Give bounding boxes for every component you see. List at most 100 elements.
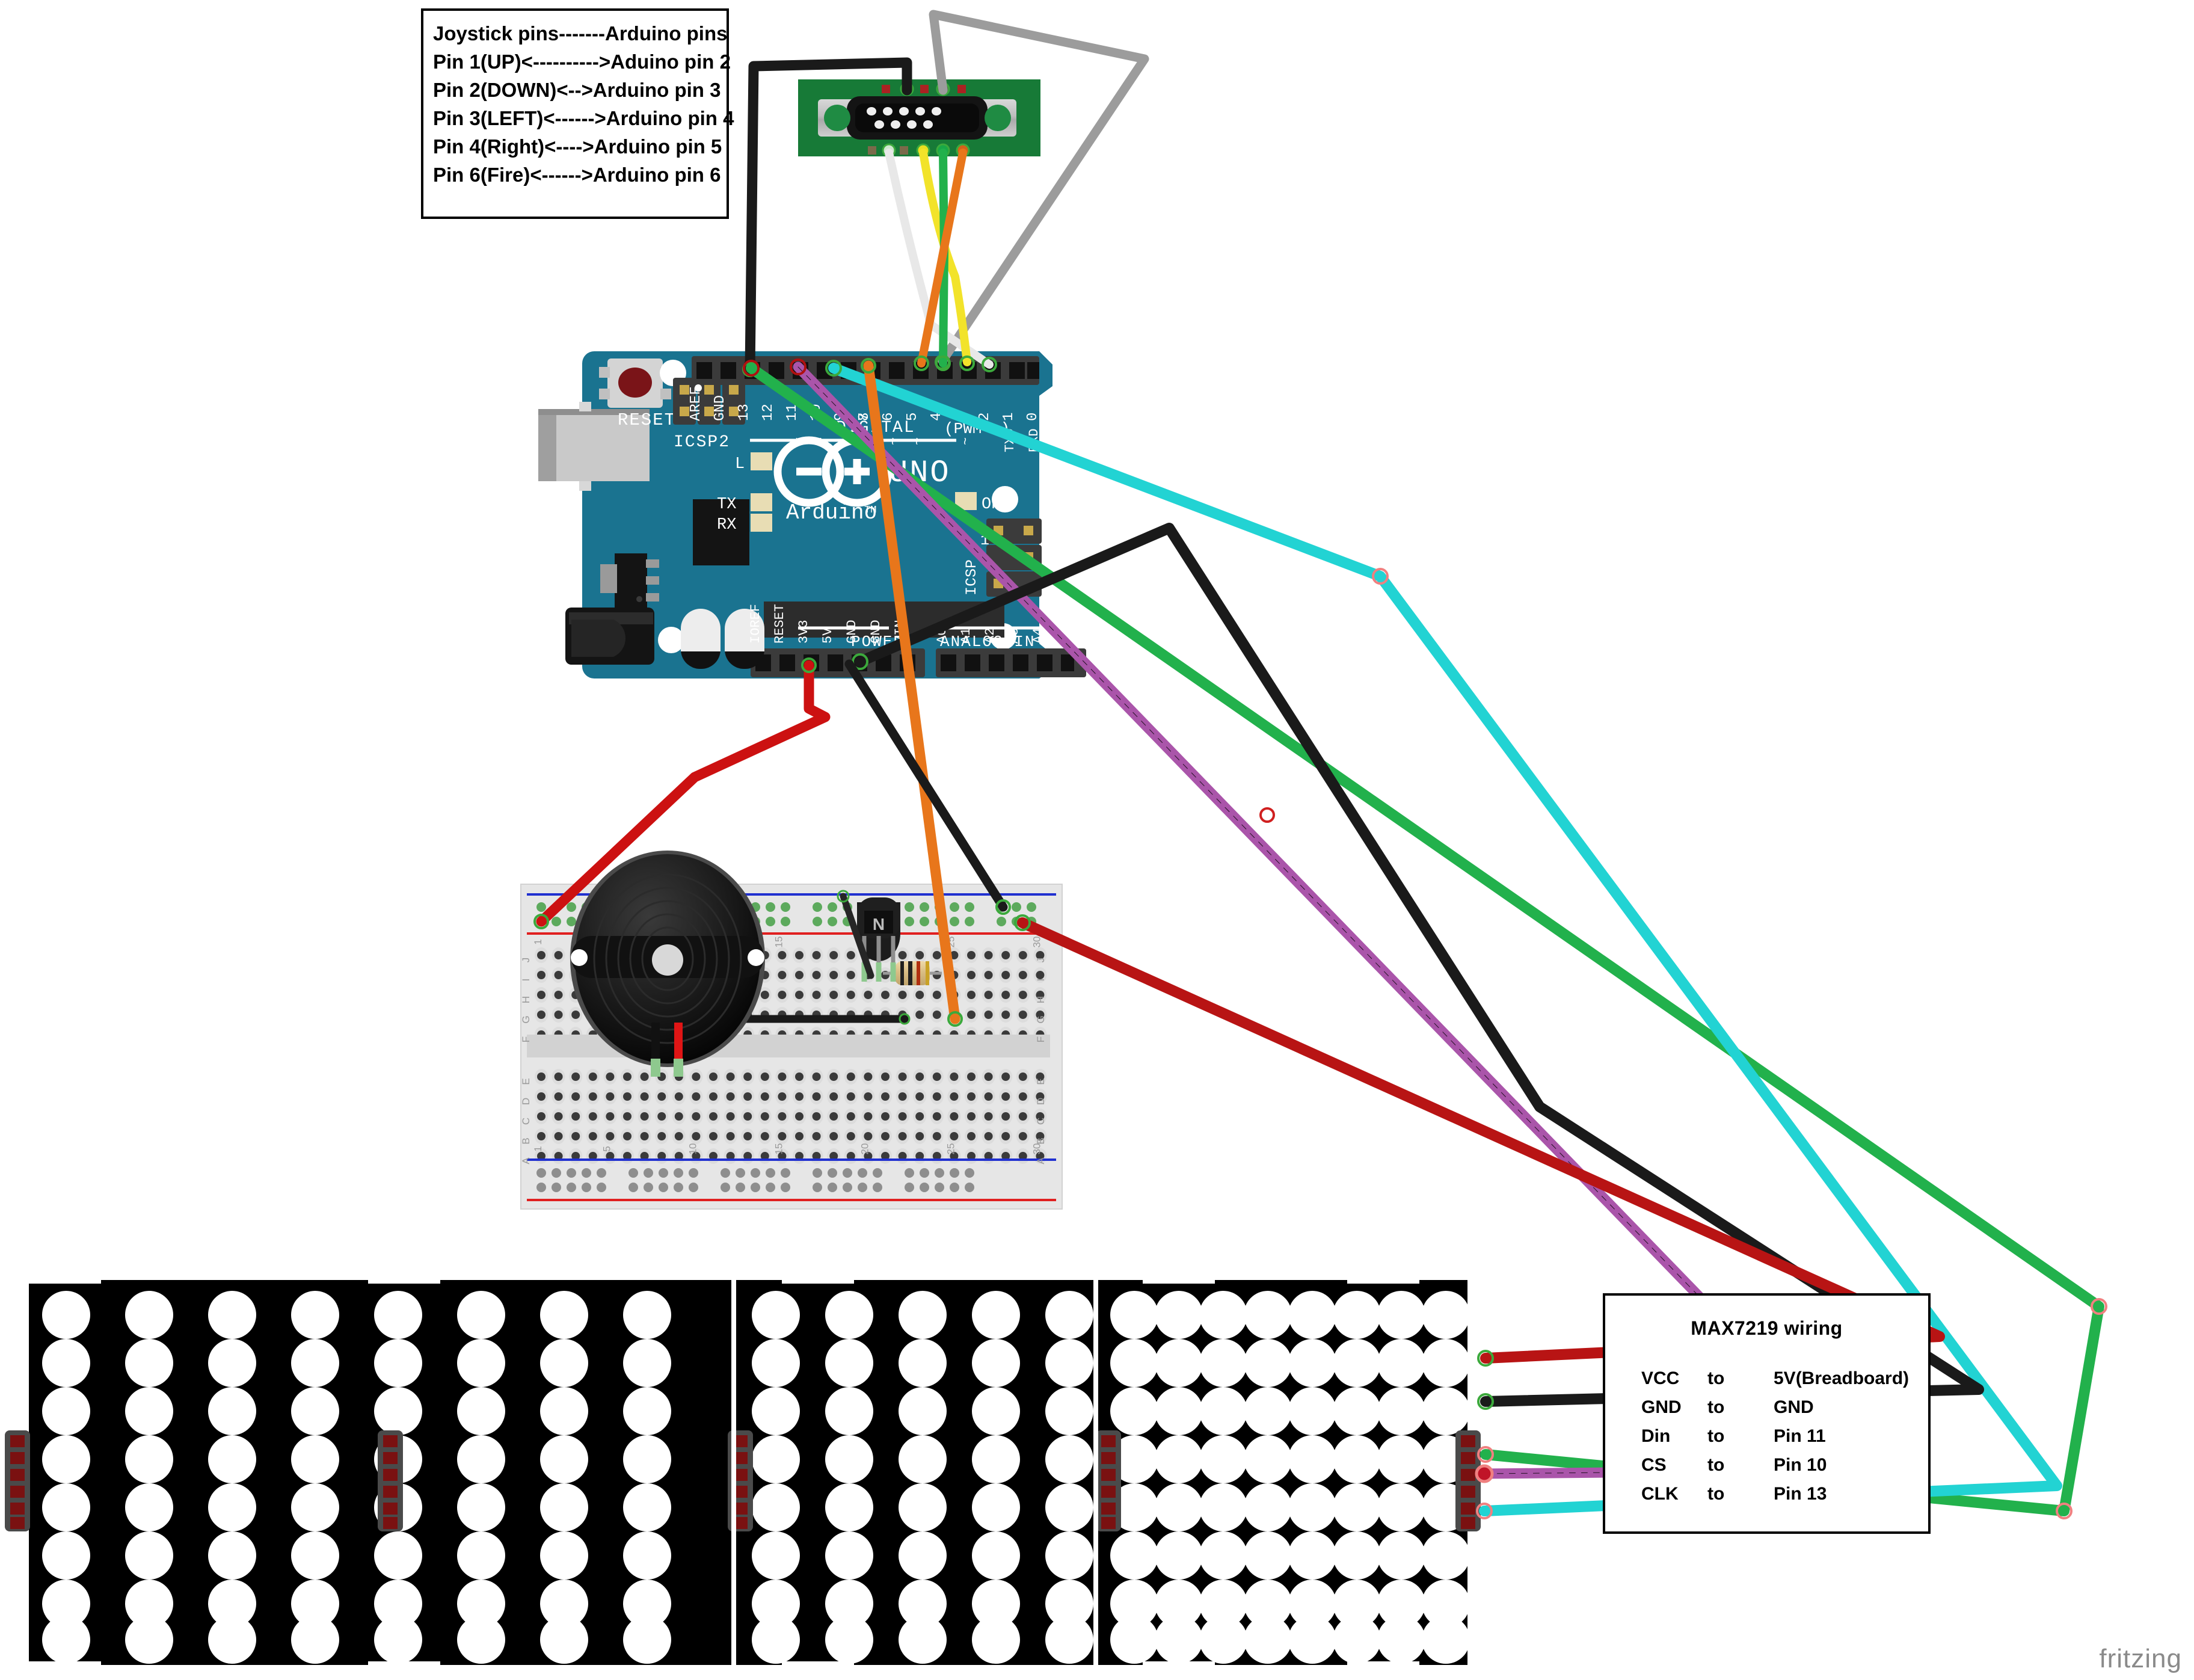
usb-connector	[538, 402, 650, 491]
breadboard-hole-pin	[915, 1132, 924, 1140]
icsp2-header[interactable]	[673, 378, 745, 425]
breadboard-hole-pin	[726, 1132, 735, 1140]
breadboard-hole-pin	[898, 1072, 907, 1081]
breadboard-hole-pin	[571, 1092, 580, 1101]
breadboard-hole-pin	[726, 1072, 735, 1081]
breadboard-hole-pin	[1001, 1011, 1010, 1019]
matrix-connector-left-2[interactable]	[378, 1430, 403, 1531]
max7219-legend-title: MAX7219 wiring	[1691, 1317, 1843, 1339]
arduino-uno-board[interactable]: RESET ICSP2	[538, 351, 1086, 678]
breadboard-hole-pin	[915, 1152, 924, 1160]
breadboard-hole-pin	[778, 951, 787, 959]
reset-button[interactable]	[599, 358, 671, 408]
reset-label: RESET	[618, 410, 676, 430]
breadboard-hole-pin	[795, 1092, 804, 1101]
wire-joystick-up-pin2[interactable]	[885, 149, 997, 372]
arduino-pin-label: GND	[712, 395, 728, 421]
breadboard-hole-pin	[1036, 971, 1045, 979]
breadboard-hole-pin	[915, 1112, 924, 1121]
breadboard-hole-pin	[537, 951, 545, 959]
breadboard-hole-pin	[1018, 1132, 1027, 1140]
breadboard-hole-pin	[692, 1072, 701, 1081]
matrix-connector-left-1[interactable]	[5, 1430, 30, 1531]
breadboard-hole-pin	[881, 991, 890, 999]
wire-buzzer-signal[interactable]	[861, 358, 963, 1027]
breadboard-hole-pin	[915, 1011, 924, 1019]
max-target-1: GND	[1774, 1397, 1814, 1417]
breadboard-hole-pin	[743, 1092, 752, 1101]
breadboard-hole-pin	[571, 1132, 580, 1140]
breadboard-hole-pin	[657, 1132, 666, 1140]
breadboard-row-label: I	[520, 979, 532, 982]
breadboard-hole-pin	[709, 1132, 718, 1140]
db9-joystick-connector[interactable]	[790, 79, 1040, 158]
table-row: GND to GND	[1641, 1397, 1909, 1426]
transistor-lead-wire[interactable]	[837, 890, 874, 979]
breadboard-hole-pin	[984, 1132, 993, 1140]
breadboard-col-label: 20	[859, 1143, 870, 1155]
breadboard-hole-pin	[1001, 1072, 1010, 1081]
led-matrix-module-1[interactable]	[5, 1274, 731, 1671]
matrix-connector-left-4[interactable]	[1096, 1430, 1121, 1531]
breadboard-hole-pin	[623, 1152, 631, 1160]
joystick-legend-line-2: Pin 2(DOWN)<-->Arduino pin 3	[433, 79, 721, 101]
breadboard-hole-pin	[829, 991, 838, 999]
wire-joystick-right-pin5[interactable]	[914, 149, 967, 371]
breadboard-hole-pin	[898, 1152, 907, 1160]
breadboard-hole-pin	[1018, 1072, 1027, 1081]
piezo-buzzer[interactable]	[570, 851, 765, 1077]
breadboard-hole-pin	[932, 991, 941, 999]
breadboard-hole-pin	[812, 971, 821, 979]
breadboard-hole-pin	[588, 1132, 597, 1140]
arduino-pin-label: A2	[983, 628, 998, 644]
breadboard-hole-pin	[984, 1112, 993, 1121]
breadboard-hole-pin	[657, 1092, 666, 1101]
breadboard-hole-pin	[623, 1072, 631, 1081]
arduino-pin-label: 6	[880, 413, 897, 421]
arduino-pin-label: A3	[1007, 628, 1022, 644]
breadboard-hole-pin	[692, 1092, 701, 1101]
analog-header[interactable]	[936, 648, 1086, 677]
breadboard-row-label: I	[1035, 979, 1046, 982]
breadboard-hole-pin	[950, 1112, 959, 1121]
wire-arduino-5v-rail[interactable]	[533, 657, 831, 929]
breadboard-hole-pin	[795, 1152, 804, 1160]
wire-joystick-down-pin3[interactable]	[919, 149, 975, 371]
arduino-pin-label: 13	[736, 404, 752, 421]
breadboard-hole-pin	[692, 1112, 701, 1121]
breadboard-hole-pin	[795, 951, 804, 959]
breadboard-hole-pin	[932, 1112, 941, 1121]
matrix-connector-right-4[interactable]	[1455, 1430, 1481, 1531]
arduino-tm: TM	[864, 505, 876, 516]
power-header[interactable]	[751, 648, 925, 677]
breadboard-hole-pin	[950, 1072, 959, 1081]
max-target-4: Pin 13	[1774, 1484, 1827, 1504]
breadboard-hole-pin	[1018, 1092, 1027, 1101]
icsp2-label: ICSP2	[674, 433, 730, 452]
max-signal-4: CLK	[1641, 1484, 1679, 1504]
led-matrix-chain[interactable]	[5, 1274, 1481, 1671]
breadboard[interactable]: JJIIHHGGFFEEDDCCBBAA11551010151520202525…	[520, 884, 1063, 1210]
joystick-legend-line-4: Pin 4(Right)<---->Arduino pin 5	[433, 135, 722, 158]
breadboard-hole-pin	[932, 1152, 941, 1160]
led-matrix-module-4[interactable]	[1096, 1274, 1481, 1671]
breadboard-hole-pin	[554, 1072, 563, 1081]
breadboard-hole-pin	[881, 1092, 890, 1101]
icsp-label: ICSP	[963, 559, 980, 595]
breadboard-hole-pin	[554, 1112, 563, 1121]
breadboard-hole-pin	[881, 1152, 890, 1160]
breadboard-hole-pin	[812, 1112, 821, 1121]
breadboard-hole-pin	[932, 1011, 941, 1019]
breadboard-hole-pin	[554, 991, 563, 999]
npn-transistor[interactable]: N	[857, 897, 900, 982]
breadboard-hole-pin	[1036, 1072, 1045, 1081]
breadboard-row-label: J	[520, 958, 532, 963]
breadboard-hole-pin	[571, 1152, 580, 1160]
breadboard-hole-pin	[760, 991, 769, 999]
arduino-pin-label: ~	[814, 437, 829, 445]
breadboard-hole-pin	[950, 1092, 959, 1101]
svg-text:N: N	[873, 915, 885, 934]
breadboard-hole-pin	[537, 1112, 545, 1121]
breadboard-hole-pin	[846, 991, 855, 999]
wire-breadboard-gnd[interactable]	[844, 659, 1011, 915]
